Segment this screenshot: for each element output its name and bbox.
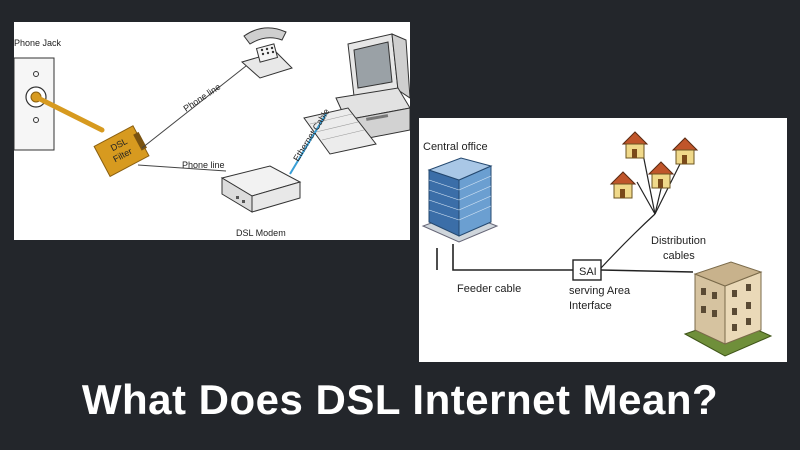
phone-cord (35, 95, 105, 133)
sai-description-1: serving Area (569, 285, 631, 297)
telephone-icon (240, 27, 293, 79)
sai-label: SAI (579, 266, 597, 278)
house-icon (647, 161, 675, 189)
dsl-modem-icon (220, 165, 302, 213)
phone-line-lower-label: Phone line (182, 160, 225, 170)
phone-line-upper-label: Phone line (182, 82, 223, 114)
house-icon (671, 137, 699, 165)
phone-line-lower (137, 164, 227, 172)
feeder-cable-line (452, 244, 573, 271)
dsl-filter: DSL Filter (93, 125, 150, 178)
page-headline: What Does DSL Internet Mean? (81, 376, 719, 423)
distribution-label-1: Distribution (651, 235, 706, 247)
phone-line-upper (141, 65, 247, 149)
home-wiring-diagram: Phone Jack DSL Filter Phone line Phone l… (14, 22, 410, 240)
ethernet-cable (289, 113, 327, 175)
dsl-modem-label: DSL Modem (236, 228, 286, 238)
apartment-building-icon (683, 261, 773, 357)
distribution-label-2: cables (663, 250, 695, 262)
sai-description-2: Interface (569, 300, 612, 312)
sai-to-apartment-line (600, 269, 694, 273)
central-office-label: Central office (423, 141, 488, 153)
feeder-cable-label: Feeder cable (457, 283, 521, 295)
network-topology-diagram: Central office Feeder cable SAI serving … (419, 118, 787, 362)
phone-jack-label: Phone Jack (14, 38, 62, 48)
house-icon (609, 171, 637, 199)
central-office-building-icon (421, 157, 499, 243)
house-icon (621, 131, 649, 159)
